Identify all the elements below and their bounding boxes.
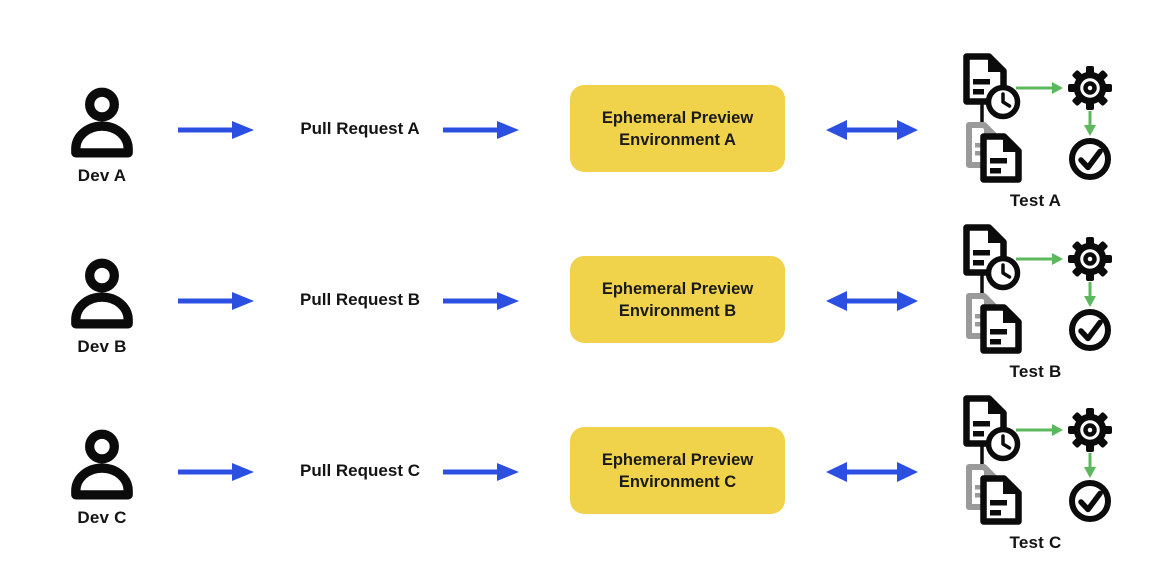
arrow-right-icon — [177, 291, 255, 311]
pull-request-label: Pull Request C — [300, 461, 420, 480]
test-pipeline-icon — [953, 219, 1118, 357]
test-pipeline-c: Test C — [953, 390, 1118, 553]
arrow-right-icon — [442, 291, 520, 311]
arrow-right-icon — [442, 120, 520, 140]
environment-box: Ephemeral Preview Environment B — [570, 256, 785, 343]
developer-c: Dev C — [56, 427, 148, 528]
pull-request-label: Pull Request B — [300, 290, 420, 309]
arrow-right-icon — [442, 462, 520, 482]
environment-label-line2: Environment B — [618, 301, 737, 320]
environment-box: Ephemeral Preview Environment A — [570, 85, 785, 172]
pull-request-label: Pull Request A — [300, 119, 420, 138]
arrow-right-icon — [177, 120, 255, 140]
person-icon — [65, 85, 139, 159]
double-arrow-icon — [826, 460, 918, 484]
flow-row-b: Dev B Pull Request B Ephemeral Preview E… — [0, 214, 1152, 384]
arrow-right-icon — [177, 462, 255, 482]
person-icon — [65, 256, 139, 330]
test-pipeline-icon — [953, 48, 1118, 186]
dev-label: Dev B — [77, 337, 127, 356]
test-pipeline-a: Test A — [953, 48, 1118, 211]
test-label: Test A — [1009, 191, 1062, 210]
environment-label-line2: Environment A — [619, 130, 736, 149]
developer-b: Dev B — [56, 256, 148, 357]
test-label: Test C — [1009, 533, 1062, 552]
environment-label-line2: Environment C — [618, 472, 737, 491]
double-arrow-icon — [826, 289, 918, 313]
flow-row-c: Dev C Pull Request C Ephemeral Preview E… — [0, 385, 1152, 555]
environment-box: Ephemeral Preview Environment C — [570, 427, 785, 514]
test-pipeline-b: Test B — [953, 219, 1118, 382]
person-icon — [65, 427, 139, 501]
environment-label-line1: Ephemeral Preview — [601, 450, 754, 469]
flow-row-a: Dev A Pull Request A Ephemeral Preview E… — [0, 43, 1152, 213]
test-pipeline-icon — [953, 390, 1118, 528]
environment-label-line1: Ephemeral Preview — [601, 108, 754, 127]
dev-label: Dev A — [77, 166, 127, 185]
double-arrow-icon — [826, 118, 918, 142]
environment-label-line1: Ephemeral Preview — [601, 279, 754, 298]
test-label: Test B — [1009, 362, 1062, 381]
developer-a: Dev A — [56, 85, 148, 186]
dev-label: Dev C — [77, 508, 127, 527]
